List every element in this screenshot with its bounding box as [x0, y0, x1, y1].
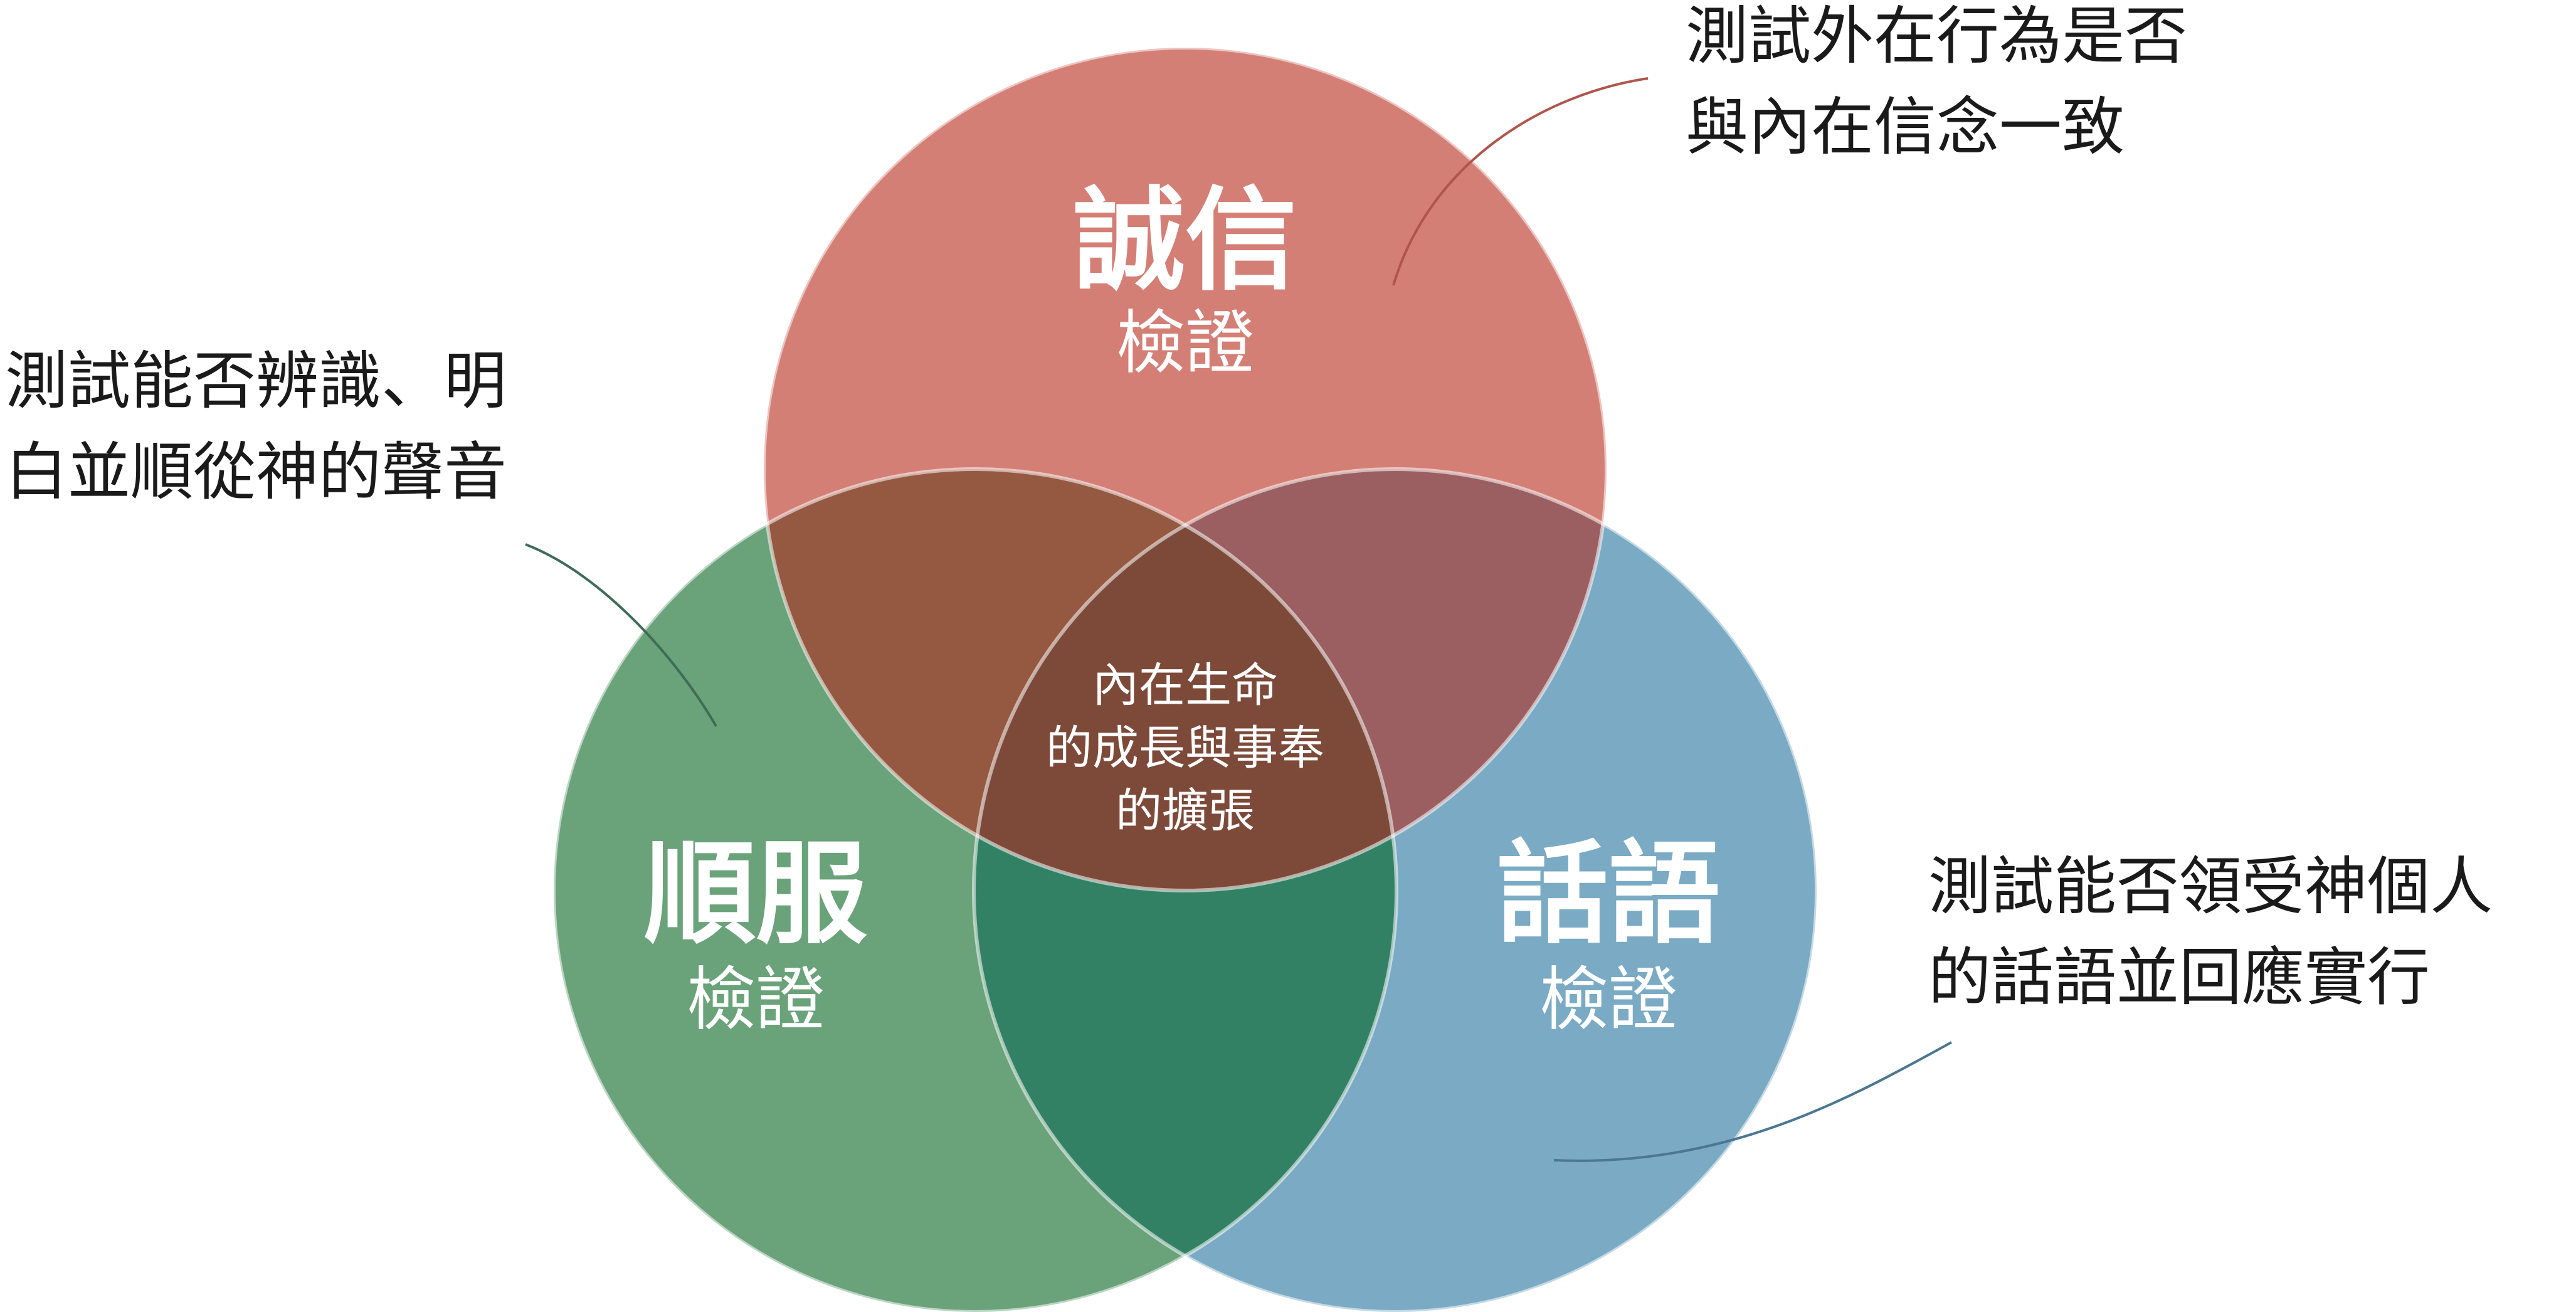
integrity-leader-line: [1392, 77, 1649, 286]
integrity-note-line-1: 測試外在行為是否: [1686, 0, 2187, 73]
integrity-note-line-2: 與內在信念一致: [1686, 90, 2125, 164]
word-title: 話語: [1497, 829, 1720, 959]
obedience-note-line-1: 測試能否辨識、明: [5, 344, 507, 418]
word-note-line-2: 的話語並回應實行: [1928, 941, 2430, 1014]
obedience-outline: [552, 467, 1398, 1312]
obedience-title: 順服: [644, 829, 867, 959]
center-overlap: [974, 469, 1396, 891]
center-line-3: 的擴張: [1116, 784, 1255, 838]
integrity-subtitle: 檢證: [1116, 303, 1254, 383]
word-leader-line: [1553, 1041, 1952, 1162]
center-line-2: 的成長與事奉: [1046, 721, 1324, 775]
obedience-subtitle: 檢證: [687, 960, 825, 1040]
word-outline: [972, 467, 1819, 1312]
obedience-note-line-2: 白並順從神的聲音: [5, 435, 507, 509]
word-subtitle: 檢證: [1539, 960, 1677, 1040]
integrity-title: 誠信: [1074, 176, 1297, 305]
obedience-leader-line: [525, 543, 717, 727]
word-note-line-1: 測試能否領受神個人: [1928, 850, 2493, 923]
integrity-outline: [762, 46, 1608, 892]
center-line-1: 內在生命: [1092, 659, 1278, 712]
